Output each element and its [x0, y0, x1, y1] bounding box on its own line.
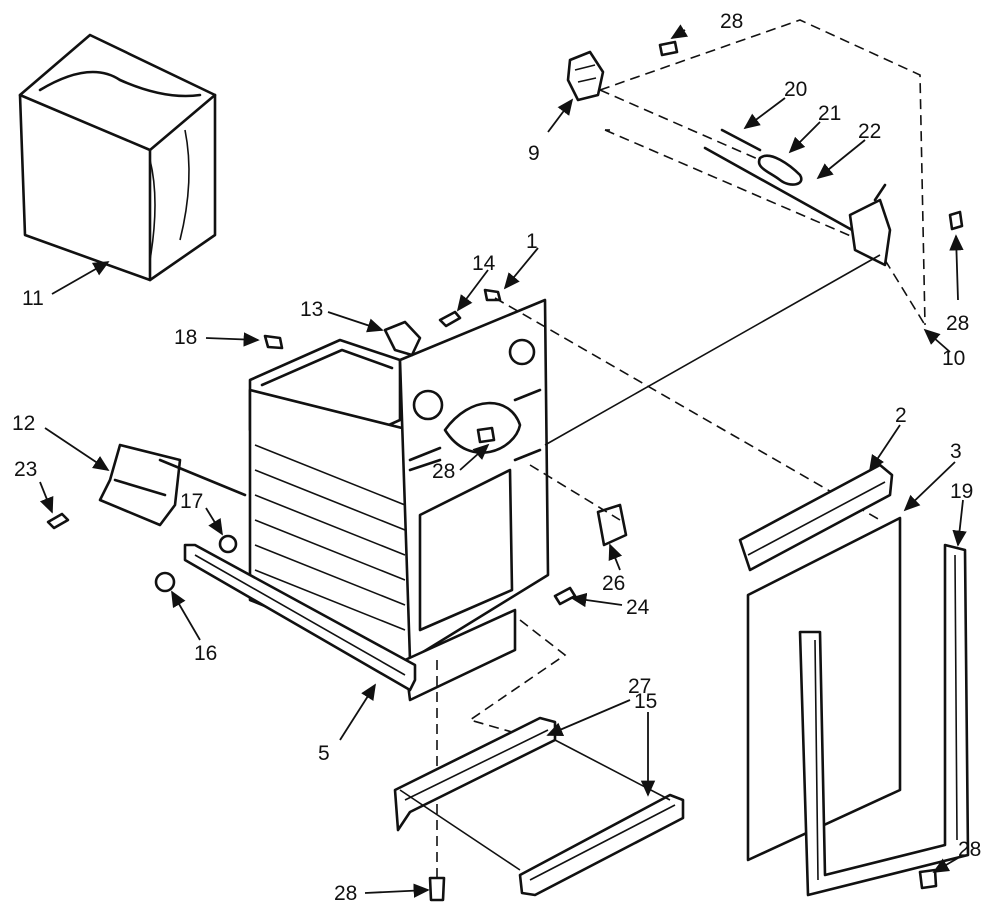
screw-28-c: [476, 426, 496, 444]
callout-23: 23: [14, 458, 37, 481]
screw-28-a: [658, 40, 679, 57]
callout-28-mid: 28: [432, 460, 455, 483]
screw-28-e: [918, 868, 938, 890]
screw-28-d: [428, 876, 446, 902]
callout-19: 19: [950, 480, 973, 503]
toe-piece-part: [518, 793, 685, 897]
latch-part-13: [383, 320, 422, 357]
screw-part-14: [438, 310, 462, 328]
callout-13: 13: [300, 298, 323, 321]
callout-1: 1: [526, 230, 538, 253]
hinge-bracket-part: [98, 443, 247, 527]
switch-part: [566, 50, 605, 102]
door-frame-part: [798, 543, 970, 897]
callout-15: 15: [634, 690, 657, 713]
callout-12: 12: [12, 412, 35, 435]
rear-panel-part: [599, 19, 926, 326]
rod-assembly-part: [703, 128, 892, 267]
callout-27: 27: [628, 675, 651, 698]
callout-22: 22: [858, 120, 881, 143]
callout-28-bottom-right: 28: [958, 838, 981, 861]
callout-11: 11: [22, 287, 44, 310]
door-panel-part: [746, 516, 902, 862]
callouts: 28 9 20 21 22 28 10 11 1 14 13 18 12 23 …: [12, 10, 981, 905]
screw-28-b: [948, 210, 964, 231]
cabinet-body-part: [248, 298, 550, 702]
callout-20: 20: [784, 78, 807, 101]
top-trim-part: [738, 463, 894, 572]
kick-plate-part: [393, 716, 557, 832]
callout-28-right: 28: [946, 312, 969, 335]
callout-5: 5: [318, 742, 330, 765]
callout-18: 18: [174, 326, 197, 349]
screw-part-1: [483, 288, 502, 302]
callout-26: 26: [602, 572, 625, 595]
leader-lines: [39, 24, 967, 898]
screw-part-18: [263, 334, 284, 350]
left-rail-part: [154, 543, 417, 692]
callout-14: 14: [472, 252, 496, 275]
clip-part-26: [596, 503, 628, 547]
callout-28-top: 28: [720, 10, 743, 33]
screw-part-23: [46, 512, 70, 530]
callout-3: 3: [950, 440, 962, 463]
callout-2: 2: [895, 404, 907, 427]
callout-17: 17: [180, 490, 203, 513]
screw-part-24: [553, 586, 577, 606]
callout-24: 24: [626, 596, 650, 619]
callout-10: 10: [942, 347, 965, 370]
callout-28-bottom: 28: [334, 882, 357, 905]
bag-liner-part: [18, 33, 217, 282]
callout-9: 9: [528, 142, 540, 165]
callout-16: 16: [194, 642, 217, 665]
grommet-part-17: [218, 534, 238, 554]
callout-21: 21: [818, 102, 841, 125]
